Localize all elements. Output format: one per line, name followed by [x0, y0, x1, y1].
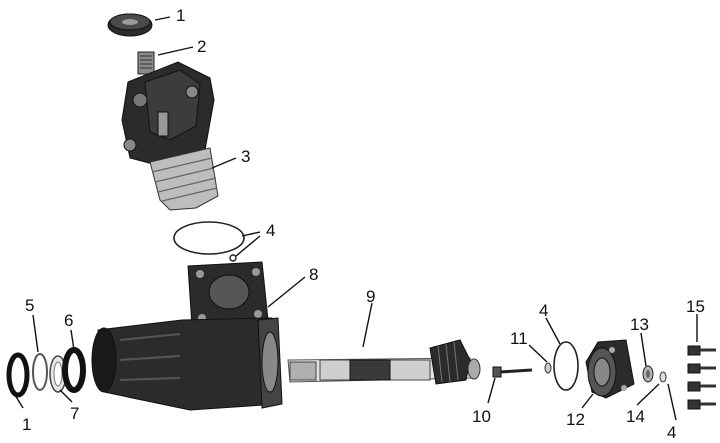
callout-10: 10 [472, 407, 491, 426]
callout-1-bottom: 1 [22, 415, 31, 434]
callout-2: 2 [197, 37, 206, 56]
callout-7: 7 [70, 404, 79, 423]
callout-labels: 1 2 3 4 8 9 4 11 13 15 5 6 1 7 10 12 14 … [22, 6, 705, 442]
callout-4-bottom: 4 [667, 423, 676, 442]
part-oring-upper [173, 221, 245, 262]
part-left-seals [6, 347, 86, 398]
part-small-hardware-mid [492, 341, 579, 391]
callout-4-mid: 4 [539, 301, 548, 320]
callout-9: 9 [366, 287, 375, 306]
callout-11: 11 [510, 329, 528, 348]
callout-6: 6 [64, 311, 73, 330]
part-end-cover [585, 339, 635, 399]
callout-13: 13 [630, 315, 649, 334]
part-input-shaft [137, 51, 155, 75]
callout-3: 3 [241, 147, 250, 166]
part-rack-shaft [287, 339, 481, 385]
part-bolt-set [687, 345, 716, 410]
callout-8: 8 [309, 265, 318, 284]
callout-1-top: 1 [176, 6, 185, 25]
part-valve-housing [121, 61, 219, 211]
callout-5: 5 [25, 296, 34, 315]
part-seal-top [107, 13, 153, 37]
part-gear-housing [91, 261, 283, 411]
callout-15: 15 [686, 297, 705, 316]
part-small-hardware-right [642, 365, 667, 383]
leader-lines [14, 16, 698, 421]
callout-4-top: 4 [266, 221, 275, 240]
callout-12: 12 [566, 410, 585, 429]
callout-14: 14 [626, 407, 645, 426]
